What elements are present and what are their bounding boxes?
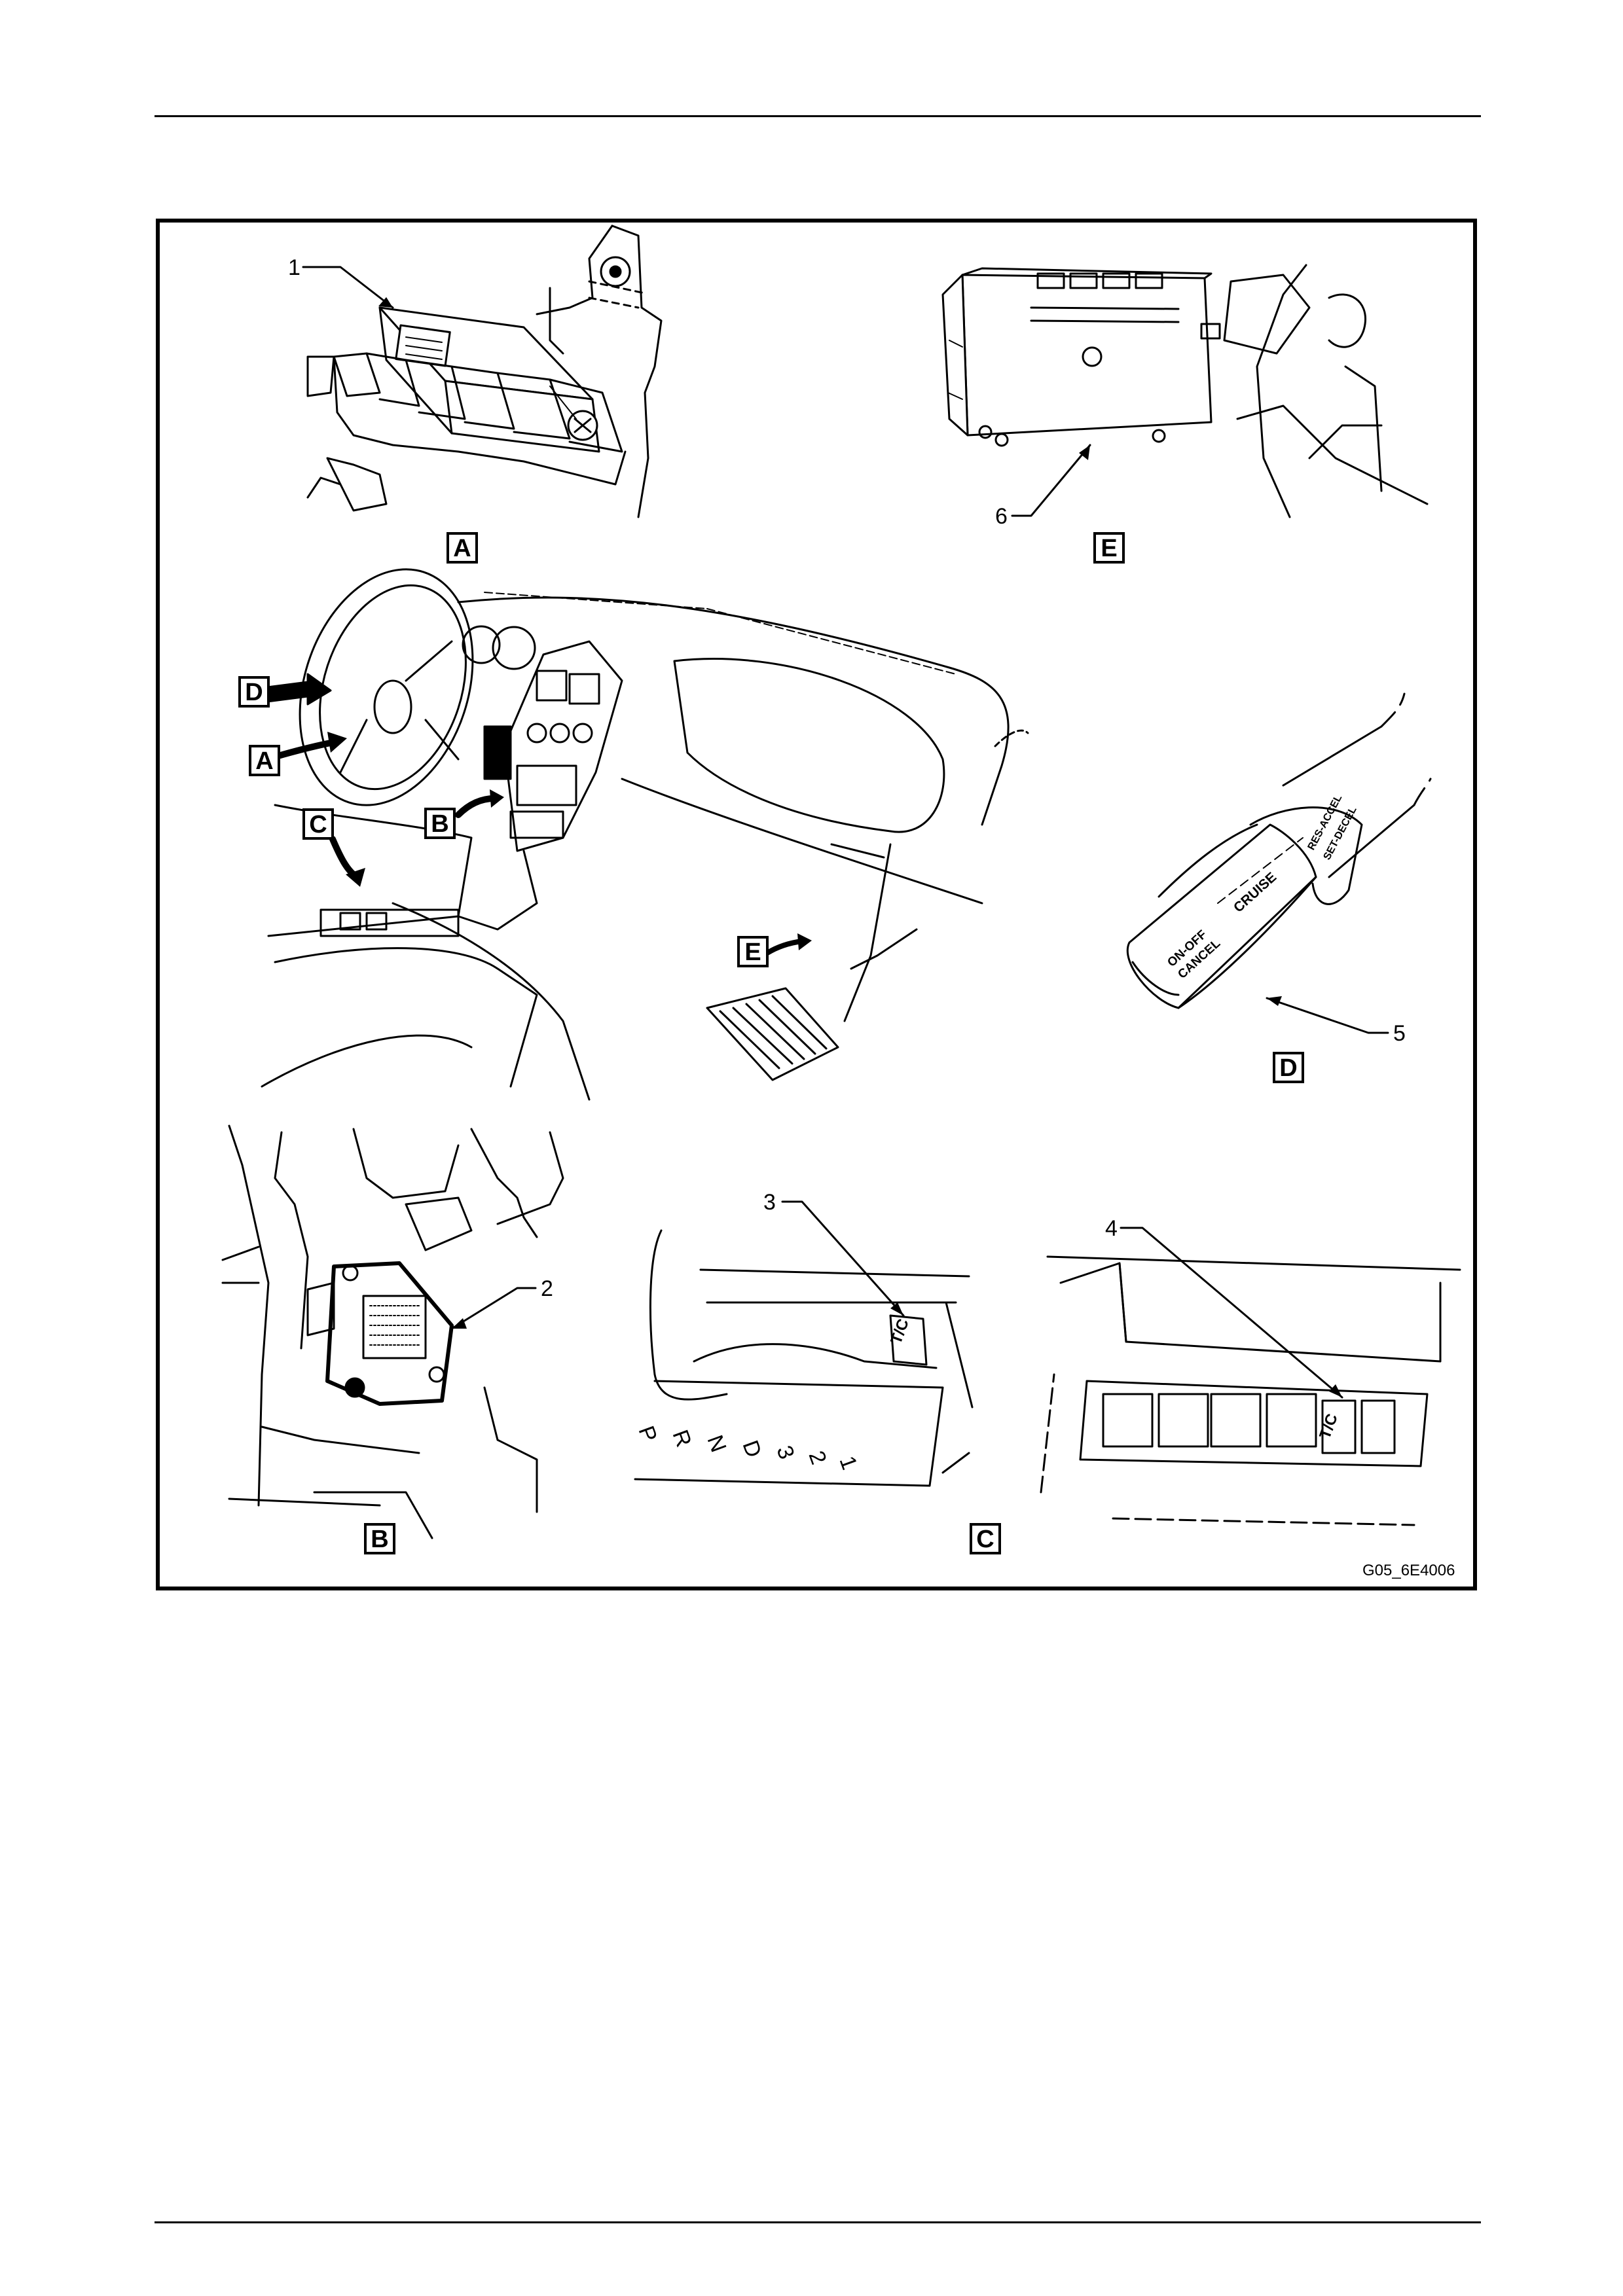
callout-4-leader xyxy=(1121,1228,1342,1397)
gear-position-2: 2 xyxy=(803,1448,831,1468)
pointer-label-d: D xyxy=(238,676,270,708)
callout-1-leader xyxy=(303,267,393,308)
view-label-e: E xyxy=(1093,532,1125,564)
gear-position-d: D xyxy=(737,1437,766,1461)
callout-6-leader xyxy=(1012,445,1090,516)
callout-2: 2 xyxy=(541,1278,553,1300)
callout-3: 3 xyxy=(763,1191,776,1213)
pointer-label-a: A xyxy=(249,745,280,776)
pointer-label-e: E xyxy=(737,936,769,967)
gear-position-3: 3 xyxy=(771,1443,799,1463)
pointer-label-c: C xyxy=(302,808,334,840)
view-label-d: D xyxy=(1273,1052,1304,1083)
pointer-label-b: B xyxy=(424,808,456,839)
view-label-b: B xyxy=(364,1523,395,1554)
gear-position-r: R xyxy=(667,1427,696,1450)
gear-position-n: N xyxy=(702,1432,731,1456)
callout-6: 6 xyxy=(995,505,1008,528)
view-c-tc-switch-illustration xyxy=(635,1230,1460,1525)
view-label-a: A xyxy=(447,532,478,564)
gear-position-1: 1 xyxy=(834,1453,862,1473)
view-e-module-illustration xyxy=(943,265,1427,517)
view-b-module-illustration xyxy=(223,1126,563,1538)
dashboard-overview-illustration xyxy=(262,547,1028,1100)
callout-5-leader xyxy=(1267,998,1388,1033)
callout-4: 4 xyxy=(1105,1217,1118,1240)
view-pointer-arrows xyxy=(267,674,812,953)
view-a-module-illustration xyxy=(308,226,661,517)
callout-1: 1 xyxy=(288,257,301,279)
gear-position-p: P xyxy=(633,1423,661,1445)
callout-5: 5 xyxy=(1393,1022,1406,1045)
view-label-c: C xyxy=(970,1523,1001,1554)
figure-id-code: G05_6E4006 xyxy=(1362,1563,1455,1579)
callout-3-leader xyxy=(782,1202,903,1316)
